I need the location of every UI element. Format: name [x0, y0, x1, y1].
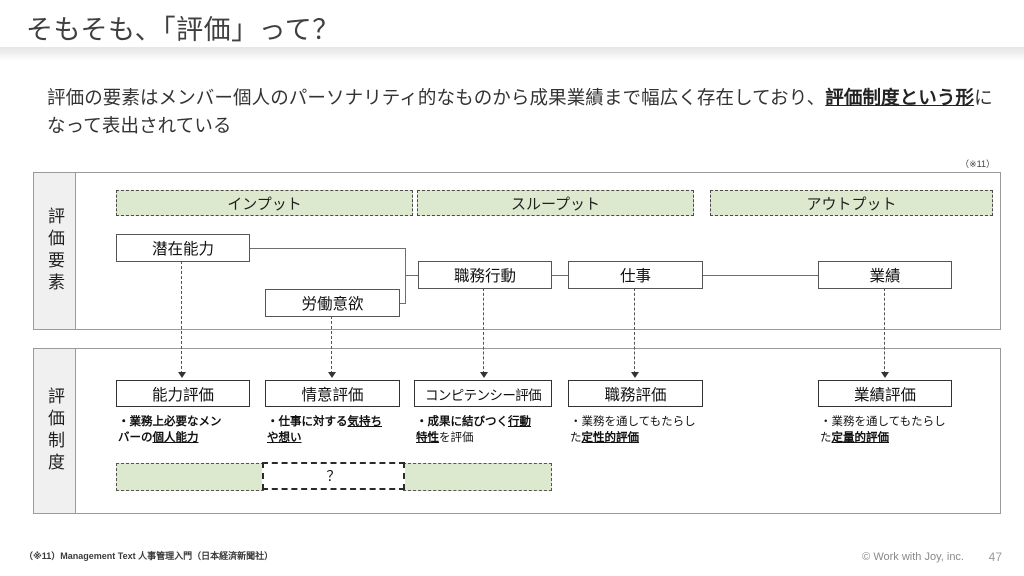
stage-band-throughput: スループット — [417, 190, 694, 216]
lead-paragraph: 評価の要素はメンバー個人のパーソナリティ的なものから成果業績まで幅広く存在してお… — [47, 84, 1005, 140]
system-desc-emotion-line2-emphasis: や想い — [267, 431, 302, 444]
stage-label-throughput: スループット — [510, 195, 601, 213]
system-desc-performance-line1: ・業務を通してもたらし — [820, 416, 946, 428]
element-node-potential-ability: 潜在能力 — [116, 234, 250, 262]
system-node-job-evaluation: 職務評価 — [568, 380, 703, 407]
system-desc-emotion-line1-plain: ・仕事に対する — [267, 416, 348, 428]
system-desc-job-line2-emphasis: 定性的評価 — [581, 431, 640, 444]
lead-text-part2: になって表出されている — [47, 87, 993, 137]
page-number: 47 — [988, 550, 1002, 564]
system-desc-job-line1: ・業務を通してもたらし — [570, 416, 696, 428]
system-node-ability-evaluation: 能力評価 — [116, 380, 250, 407]
connector-jobbehavior-to-work — [551, 275, 569, 276]
title-divider — [0, 47, 1024, 61]
flow-arrowhead-work-to-jobevaluation — [631, 372, 639, 378]
evaluation-elements-section: 評価要素 インプット スループット アウトプット 潜在能力 労働意欲 — [33, 172, 1001, 330]
connector-potential-to-bracket — [249, 248, 405, 249]
connector-bracket-to-jobbehavior — [405, 275, 419, 276]
flow-arrowhead-jobbehavior-to-competency — [480, 372, 488, 378]
page-title: そもそも、「評価」って？ — [26, 15, 340, 45]
element-node-work: 仕事 — [568, 261, 703, 289]
lead-text-part1: 評価の要素はメンバー個人のパーソナリティ的なものから成果業績まで幅広く存在してお… — [47, 87, 826, 108]
footer-copyright: © Work with Joy, inc. — [862, 551, 964, 563]
system-desc-competency-evaluation: ・成果に結びつく行動 特性を評価 — [416, 415, 556, 447]
system-node-emotion-evaluation-label: 情意評価 — [301, 386, 364, 404]
system-node-job-evaluation-label: 職務評価 — [604, 386, 667, 404]
system-desc-performance-line2-plain: た — [820, 431, 832, 444]
row-label-system-text: 評価制度 — [45, 387, 64, 475]
system-node-competency-evaluation: コンピテンシー評価 — [414, 380, 552, 407]
system-node-competency-evaluation-label: コンピテンシー評価 — [424, 387, 542, 403]
flow-arrow-potential-to-ability — [181, 261, 182, 374]
stage-band-input: インプット — [116, 190, 413, 216]
flow-arrow-motivation-to-emotion — [331, 316, 332, 374]
question-mark-label: ？ — [326, 468, 341, 484]
system-desc-job-evaluation: ・業務を通してもたらし た定性的評価 — [570, 415, 720, 447]
connector-motivation-to-bracket — [399, 303, 405, 304]
lead-text-emphasis: 評価制度という形 — [825, 87, 975, 108]
row-label-elements-text: 評価要素 — [45, 207, 64, 295]
evaluation-framework-diagram: （※11） 評価要素 インプット スループット アウトプット 潜在能力 — [33, 159, 1001, 514]
system-desc-performance-evaluation: ・業務を通してもたらし た定量的評価 — [820, 415, 970, 447]
connector-bracket-vertical — [405, 248, 406, 304]
element-node-results-label: 業績 — [869, 268, 901, 285]
flow-arrow-jobbehavior-to-competency — [483, 288, 484, 374]
system-desc-ability-line1: ・業務上必要なメン — [118, 416, 222, 428]
system-desc-emotion-line1-emphasis: 気持ち — [347, 416, 383, 428]
element-node-results: 業績 — [818, 261, 952, 289]
system-desc-competency-line2-emphasis: 特性 — [416, 431, 439, 444]
footer-source-note: （※11）Management Text 人事管理入門（日本経済新聞社） — [24, 551, 274, 561]
question-band-highlight[interactable]: ？ — [262, 462, 405, 490]
system-desc-performance-line2-emphasis: 定量的評価 — [831, 431, 890, 444]
row-label-evaluation-elements: 評価要素 — [34, 173, 76, 329]
element-node-work-motivation: 労働意欲 — [265, 289, 400, 317]
row-label-evaluation-system: 評価制度 — [34, 349, 76, 513]
system-node-performance-evaluation: 業績評価 — [818, 380, 952, 407]
element-node-potential-ability-label: 潜在能力 — [151, 241, 214, 258]
system-node-performance-evaluation-label: 業績評価 — [853, 386, 916, 404]
flow-arrow-work-to-jobevaluation — [634, 288, 635, 374]
system-node-emotion-evaluation: 情意評価 — [265, 380, 400, 407]
system-desc-competency-line2-tail: を評価 — [439, 431, 474, 444]
evaluation-system-section: 評価制度 能力評価 情意評価 コンピテンシー評価 職務評価 業績評価 ・業務上必… — [33, 348, 1001, 514]
stage-band-output: アウトプット — [710, 190, 993, 216]
stage-label-output: アウトプット — [806, 195, 897, 213]
element-node-work-motivation-label: 労働意欲 — [301, 296, 364, 313]
flow-arrowhead-motivation-to-emotion — [328, 372, 336, 378]
question-band-left-segment — [116, 463, 264, 491]
element-node-work-label: 仕事 — [619, 268, 651, 285]
system-desc-emotion-evaluation: ・仕事に対する気持ち や想い — [267, 415, 407, 447]
element-node-job-behavior-label: 職務行動 — [453, 268, 516, 285]
system-desc-ability-evaluation: ・業務上必要なメン バーの個人能力 — [118, 415, 258, 447]
stage-label-input: インプット — [227, 195, 302, 213]
system-desc-job-line2-plain: た — [570, 431, 582, 444]
system-desc-competency-line1-plain: ・成果に結びつく — [416, 416, 508, 428]
system-desc-competency-line1-emphasis: 行動 — [508, 416, 531, 428]
question-band-right-segment — [403, 463, 552, 491]
system-node-ability-evaluation-label: 能力評価 — [151, 386, 214, 404]
system-desc-ability-line2-plain: バーの — [118, 431, 153, 444]
system-desc-ability-line2-emphasis: 個人能力 — [152, 431, 199, 444]
flow-arrow-results-to-performance — [884, 288, 885, 374]
flow-arrowhead-results-to-performance — [881, 372, 889, 378]
diagram-note-reference: （※11） — [960, 159, 995, 169]
element-node-job-behavior: 職務行動 — [418, 261, 552, 289]
flow-arrowhead-potential-to-ability — [178, 372, 186, 378]
connector-work-to-results — [703, 275, 819, 276]
